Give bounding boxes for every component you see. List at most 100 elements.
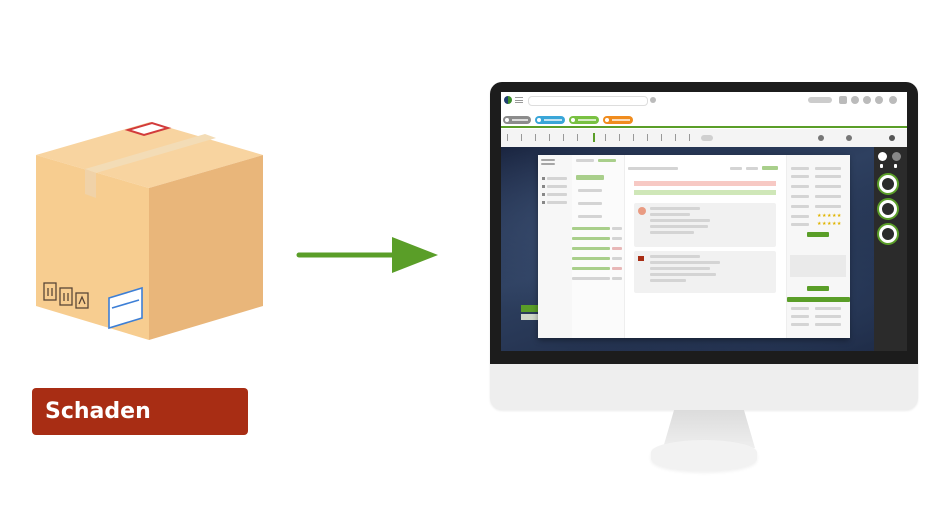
monitor-stand-base [651, 440, 757, 471]
list-item [572, 267, 610, 270]
sidebar-item [547, 185, 567, 188]
timeline-dot [889, 135, 895, 141]
call-ring-icon [879, 225, 897, 243]
timeline-tick [549, 134, 550, 141]
window-list [572, 155, 625, 338]
shipping-label-red [124, 121, 172, 137]
message-line [650, 267, 710, 270]
sidebar-item [547, 177, 567, 180]
timeline-tick [563, 134, 564, 141]
timeline-tick [619, 134, 620, 141]
timeline-tick [507, 134, 508, 141]
timeline-tick [689, 134, 690, 141]
list-item [572, 277, 610, 280]
rating-stars-icon: ★★★★★ [817, 213, 842, 219]
monitor-screen: ★★★★★ ★★★★★ [501, 92, 907, 351]
window-details: ★★★★★ ★★★★★ [786, 155, 850, 338]
timeline-tick [661, 134, 662, 141]
rail-marker [880, 164, 883, 168]
box-tape-side [85, 169, 96, 198]
list-item [578, 202, 602, 205]
message-card [634, 203, 776, 247]
message-line [650, 207, 700, 210]
accent-line [501, 126, 907, 128]
timeline-tick [633, 134, 634, 141]
list-item [572, 227, 610, 230]
timeline-tick [521, 134, 522, 141]
right-arrow-icon [296, 237, 438, 273]
message-line [650, 261, 720, 264]
info-band [634, 190, 776, 195]
detail-button [807, 286, 829, 291]
timeline-strip [501, 129, 907, 147]
window-sidebar [538, 155, 572, 338]
list-item [612, 257, 622, 260]
message-line [650, 213, 690, 216]
damage-label-text: Schaden [45, 399, 151, 424]
window-button [889, 96, 897, 104]
detail-value [815, 175, 841, 178]
box-right-face [149, 155, 263, 340]
list-item [572, 257, 610, 260]
call-ring-icon [879, 175, 897, 193]
message-line [650, 255, 700, 258]
message-line [650, 273, 716, 276]
list-header [576, 159, 594, 162]
timeline-dot [846, 135, 852, 141]
address-bar [528, 96, 648, 106]
message-line [650, 231, 694, 234]
list-item [612, 227, 622, 230]
detail-label [791, 215, 809, 218]
sidebar-icon [542, 201, 545, 204]
timeline-tick-active [593, 133, 595, 142]
damage-label: Schaden [32, 388, 248, 435]
sidebar-icon [542, 185, 545, 188]
sidebar-icon [542, 193, 545, 196]
package-box-illustration [36, 121, 263, 340]
detail-value [815, 323, 841, 326]
avatar [638, 207, 646, 215]
list-item [572, 237, 610, 240]
desktop-monitor: ★★★★★ ★★★★★ [490, 82, 918, 410]
toolbar-pill [808, 97, 832, 103]
rail-toggle [892, 152, 901, 161]
fragile-symbols [43, 282, 89, 309]
list-item [578, 215, 602, 218]
sidebar-logo [541, 159, 555, 161]
sidebar-item [547, 193, 567, 196]
timeline-pill [701, 135, 713, 141]
detail-label [791, 185, 809, 188]
content-action [762, 166, 778, 170]
sidebar-item [547, 201, 567, 204]
rail-marker [894, 164, 897, 168]
browser-tabs [501, 116, 907, 126]
detail-value [815, 315, 841, 318]
detail-value [815, 195, 841, 198]
tab-green [569, 116, 599, 124]
window-button [851, 96, 859, 104]
list-item [572, 247, 610, 250]
detail-label [791, 323, 809, 326]
detail-value [815, 307, 841, 310]
window-button [875, 96, 883, 104]
detail-value [815, 185, 841, 188]
sidebar-icon [542, 177, 545, 180]
sidebar-logo [541, 163, 555, 165]
content-title [628, 167, 678, 170]
add-button [576, 175, 604, 180]
window-button [839, 96, 847, 104]
list-item [612, 277, 622, 280]
timeline-tick [577, 134, 578, 141]
timeline-tick [647, 134, 648, 141]
tab-gray [503, 116, 531, 124]
detail-label [791, 175, 809, 178]
message-line [650, 279, 686, 282]
message-line [650, 225, 708, 228]
timeline-tick [535, 134, 536, 141]
menu-icon [515, 97, 523, 103]
alert-band [634, 181, 776, 186]
app-logo-icon [504, 96, 512, 104]
message-line [650, 219, 710, 222]
detail-label [791, 223, 809, 226]
